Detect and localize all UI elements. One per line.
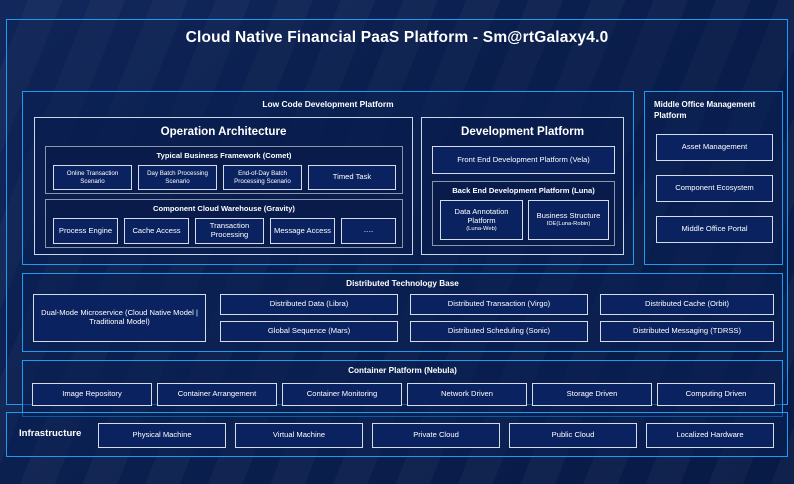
distributed-technology-base-title: Distributed Technology Base [346, 279, 459, 288]
middle-office-management-platform-panel[interactable]: Middle Office Management Platform Asset … [644, 91, 783, 265]
node-transaction-processing[interactable]: Transaction Processing [195, 218, 264, 244]
node-front-end-development-platform[interactable]: Front End Development Platform (Vela) [432, 146, 615, 174]
infrastructure-label: Infrastructure [19, 428, 82, 439]
node-online-transaction-scenario[interactable]: Online Transaction Scenario [53, 165, 132, 190]
development-platform-title: Development Platform [460, 125, 585, 138]
node-business-structure-ide[interactable]: Business Structure IDE(Luna-Robin) [528, 200, 609, 240]
infrastructure-panel[interactable]: Infrastructure Physical Machine Virtual … [6, 412, 788, 457]
node-timed-task[interactable]: Timed Task [308, 165, 396, 190]
container-platform-panel[interactable]: Container Platform (Nebula) Image Reposi… [22, 360, 783, 417]
node-computing-driven[interactable]: Computing Driven [657, 383, 775, 406]
operation-architecture-panel[interactable]: Operation Architecture Typical Business … [34, 117, 413, 255]
node-image-repository[interactable]: Image Repository [32, 383, 152, 406]
node-virtual-machine[interactable]: Virtual Machine [235, 423, 363, 448]
node-process-engine[interactable]: Process Engine [53, 218, 118, 244]
node-component-ecosystem[interactable]: Component Ecosystem [656, 175, 773, 202]
node-business-structure-sublabel: IDE(Luna-Robin) [546, 221, 591, 228]
node-distributed-scheduling[interactable]: Distributed Scheduling (Sonic) [410, 321, 588, 342]
platform-frame: Cloud Native Financial PaaS Platform - S… [6, 19, 788, 417]
node-localized-hardware[interactable]: Localized Hardware [646, 423, 774, 448]
node-physical-machine[interactable]: Physical Machine [98, 423, 226, 448]
node-asset-management[interactable]: Asset Management [656, 134, 773, 161]
node-ellipsis[interactable]: ...... [341, 218, 396, 244]
node-container-monitoring[interactable]: Container Monitoring [282, 383, 402, 406]
development-platform-panel[interactable]: Development Platform Front End Developme… [421, 117, 624, 255]
low-code-development-platform-panel[interactable]: Low Code Development Platform Operation … [22, 91, 634, 265]
node-distributed-messaging[interactable]: Distributed Messaging (TDRSS) [600, 321, 774, 342]
node-middle-office-portal[interactable]: Middle Office Portal [656, 216, 773, 243]
node-public-cloud[interactable]: Public Cloud [509, 423, 637, 448]
node-day-batch-processing-scenario[interactable]: Day Batch Processing Scenario [138, 165, 217, 190]
node-dual-mode-microservice[interactable]: Dual-Mode Microservice (Cloud Native Mod… [33, 294, 206, 342]
typical-business-framework-title: Typical Business Framework (Comet) [156, 151, 292, 160]
component-cloud-warehouse-panel[interactable]: Component Cloud Warehouse (Gravity) Proc… [45, 199, 403, 248]
low-code-platform-title: Low Code Development Platform [262, 99, 394, 109]
node-private-cloud[interactable]: Private Cloud [372, 423, 500, 448]
node-storage-driven[interactable]: Storage Driven [532, 383, 652, 406]
typical-business-framework-panel[interactable]: Typical Business Framework (Comet) Onlin… [45, 146, 403, 194]
node-cache-access[interactable]: Cache Access [124, 218, 189, 244]
node-data-annotation-platform[interactable]: Data Annotation Platform (Luna-Web) [440, 200, 523, 240]
back-end-development-platform-title: Back End Development Platform (Luna) [452, 186, 595, 195]
node-data-annotation-platform-sublabel: (Luna-Web) [466, 225, 497, 232]
container-platform-title: Container Platform (Nebula) [348, 366, 457, 375]
back-end-development-platform-panel[interactable]: Back End Development Platform (Luna) Dat… [432, 181, 615, 246]
node-distributed-transaction[interactable]: Distributed Transaction (Virgo) [410, 294, 588, 315]
node-container-arrangement[interactable]: Container Arrangement [157, 383, 277, 406]
node-message-access[interactable]: Message Access [270, 218, 335, 244]
node-distributed-data[interactable]: Distributed Data (Libra) [220, 294, 398, 315]
page-title: Cloud Native Financial PaaS Platform - S… [185, 29, 609, 46]
node-network-driven[interactable]: Network Driven [407, 383, 527, 406]
operation-architecture-title: Operation Architecture [160, 125, 287, 138]
component-cloud-warehouse-title: Component Cloud Warehouse (Gravity) [153, 204, 295, 213]
node-distributed-cache[interactable]: Distributed Cache (Orbit) [600, 294, 774, 315]
node-data-annotation-platform-label: Data Annotation Platform [454, 206, 509, 225]
node-end-of-day-batch-processing-scenario[interactable]: End-of-Day Batch Processing Scenario [223, 165, 302, 190]
node-global-sequence[interactable]: Global Sequence (Mars) [220, 321, 398, 342]
middle-office-platform-title: Middle Office Management Platform [654, 100, 756, 120]
node-business-structure-label: Business Structure [536, 211, 601, 221]
distributed-technology-base-panel[interactable]: Distributed Technology Base Dual-Mode Mi… [22, 273, 783, 352]
